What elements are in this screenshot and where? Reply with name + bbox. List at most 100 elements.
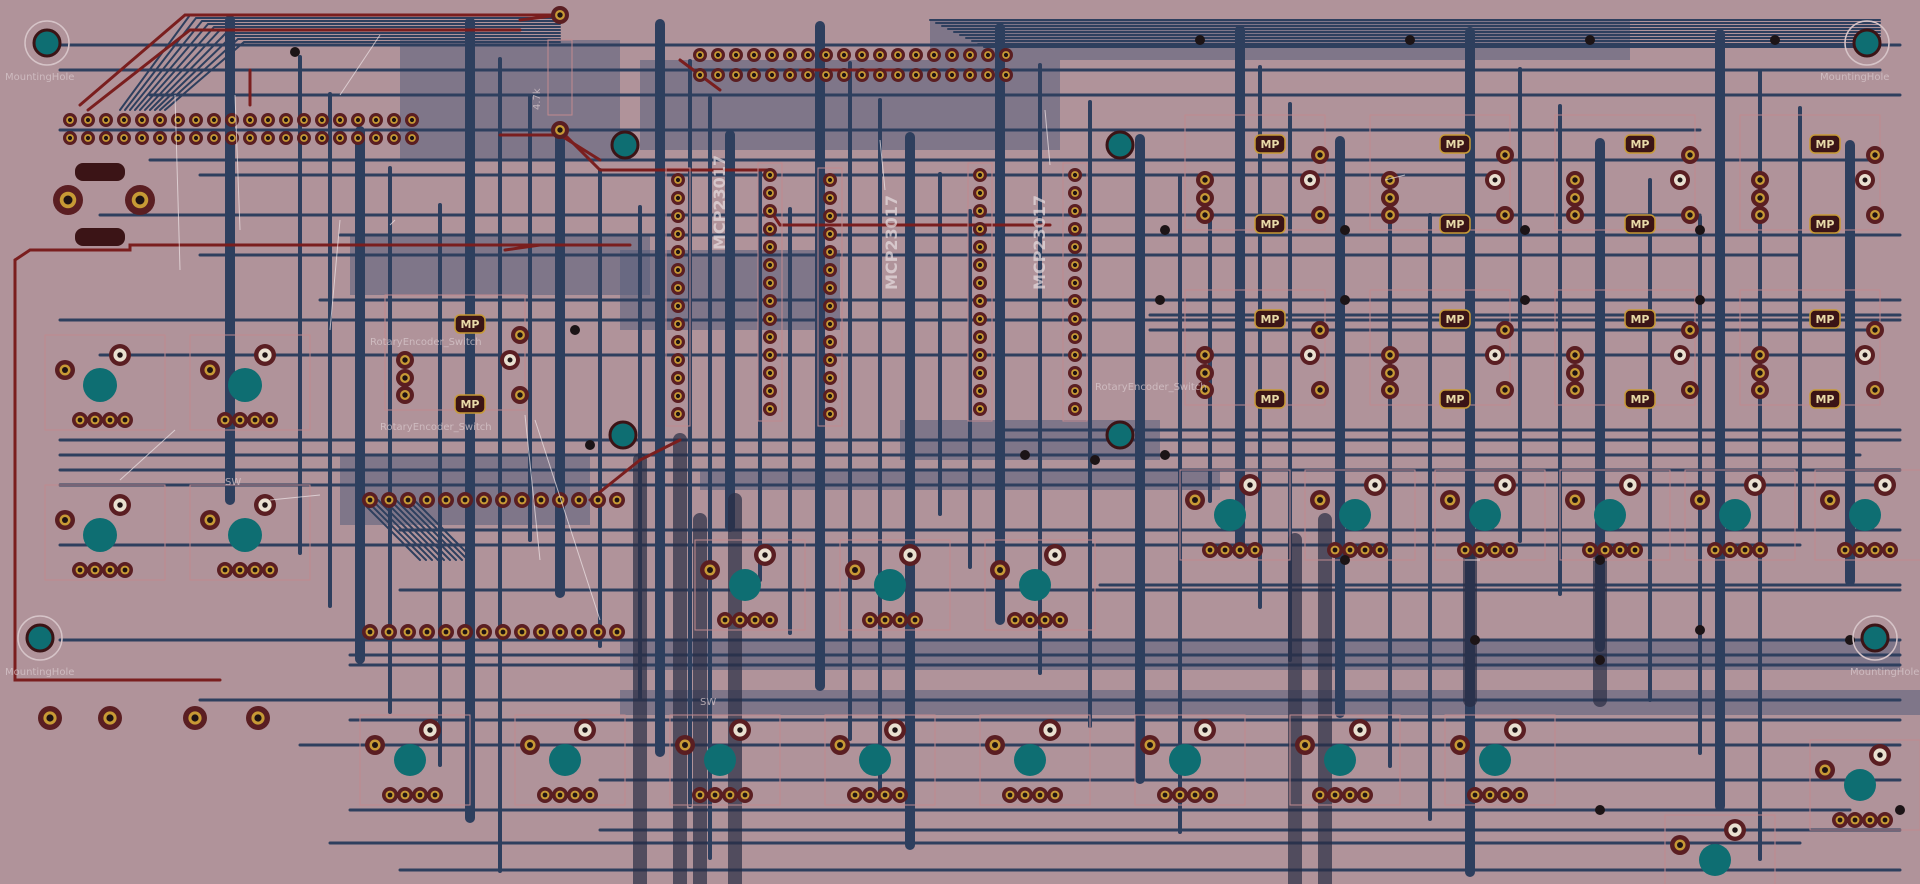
pad-drill [1307, 352, 1313, 358]
pad-drill [1202, 352, 1208, 358]
pad-drill [767, 334, 773, 340]
pad-drill [355, 135, 361, 141]
pad-drill [92, 567, 98, 573]
mp-badge-text: MP [1260, 313, 1279, 326]
pad-drill [1822, 767, 1828, 773]
pad-drill [1872, 212, 1878, 218]
pad-drill [175, 135, 181, 141]
via [1585, 35, 1595, 45]
mp-badge-text: MP [1260, 138, 1279, 151]
pad-drill [386, 629, 392, 635]
pad-drill [1862, 352, 1868, 358]
switch-shaft [1214, 499, 1246, 531]
pad-drill [827, 321, 833, 327]
pad-drill [1387, 212, 1393, 218]
via [1340, 225, 1350, 235]
pad-drill [1757, 547, 1763, 553]
pad-drill [191, 714, 199, 722]
pad-drill [1757, 212, 1763, 218]
pad-drill [1727, 547, 1733, 553]
pad-drill [827, 339, 833, 345]
pad-drill [517, 332, 523, 338]
pad-drill [1207, 547, 1213, 553]
via [1160, 450, 1170, 460]
pad-drill [1052, 552, 1058, 558]
mp-badge-text: MP [1815, 313, 1834, 326]
pad-drill [1072, 316, 1078, 322]
pad-drill [1072, 190, 1078, 196]
encoder-shaft [228, 518, 262, 552]
ratsnest-line [119, 429, 176, 481]
via [1340, 555, 1350, 565]
pad-drill [283, 135, 289, 141]
pad-drill [614, 497, 620, 503]
via [1090, 455, 1100, 465]
silk-rotary-encoder: RotaryEncoder_Switch [1095, 382, 1207, 393]
pad-drill [614, 629, 620, 635]
pad-drill [193, 135, 199, 141]
pad-drill [859, 72, 865, 78]
pad-drill [77, 417, 83, 423]
pad-drill [1687, 387, 1693, 393]
trace-back [377, 499, 439, 561]
pad-drill [157, 117, 163, 123]
pad-drill [769, 72, 775, 78]
encoder-outline [44, 484, 166, 581]
pad-drill [675, 303, 681, 309]
pad-drill [391, 117, 397, 123]
mounting-hole-ring [1852, 615, 1898, 661]
trace-back [154, 35, 561, 111]
pad-drill [675, 213, 681, 219]
pad-drill [767, 370, 773, 376]
pad-drill [247, 135, 253, 141]
ic-outline [757, 162, 783, 422]
pad-drill [1362, 792, 1368, 798]
pad-drill [519, 629, 525, 635]
pad-drill [1012, 617, 1018, 623]
mp-badge [454, 394, 486, 414]
via [1695, 225, 1705, 235]
mounting-hole-ring [1844, 20, 1890, 66]
pad-drill [977, 208, 983, 214]
pad-drill [542, 792, 548, 798]
pad-drill [967, 52, 973, 58]
via [1695, 625, 1705, 635]
pad-drill [1357, 727, 1363, 733]
pad-drill [157, 135, 163, 141]
pad-drill [827, 285, 833, 291]
mp-badge-text: MP [1445, 393, 1464, 406]
mounting-hole [1105, 420, 1135, 450]
encoder-shaft [83, 518, 117, 552]
ratsnest-line [234, 94, 241, 231]
switch-shaft [859, 744, 891, 776]
pad-drill [1317, 497, 1323, 503]
pad-drill [1492, 352, 1498, 358]
pad-drill [1687, 212, 1693, 218]
jack-slot [75, 228, 125, 246]
pad-drill [372, 742, 378, 748]
mp-badge-text: MP [460, 398, 479, 411]
mp-badge [1254, 134, 1286, 154]
pad-drill [1332, 792, 1338, 798]
pad-drill [402, 792, 408, 798]
switch-shaft [1719, 499, 1751, 531]
pad-drill [1222, 547, 1228, 553]
encoder-shaft [83, 368, 117, 402]
mounting-hole [1105, 130, 1135, 160]
trace-back [365, 499, 427, 561]
pad-drill [1572, 195, 1578, 201]
pad-drill [135, 195, 145, 205]
pad-drill [1072, 370, 1078, 376]
pad-drill [827, 231, 833, 237]
mounting-hole-ring [17, 615, 63, 661]
switch-outline [359, 714, 471, 806]
via [1595, 805, 1605, 815]
pad-drill [402, 392, 408, 398]
trace-front [638, 438, 682, 462]
silk-mcp: MCP23017 [1030, 195, 1049, 290]
pad-drill [1572, 177, 1578, 183]
pad-drill [1502, 152, 1508, 158]
pad-drill [1302, 742, 1308, 748]
pad-drill [827, 303, 833, 309]
